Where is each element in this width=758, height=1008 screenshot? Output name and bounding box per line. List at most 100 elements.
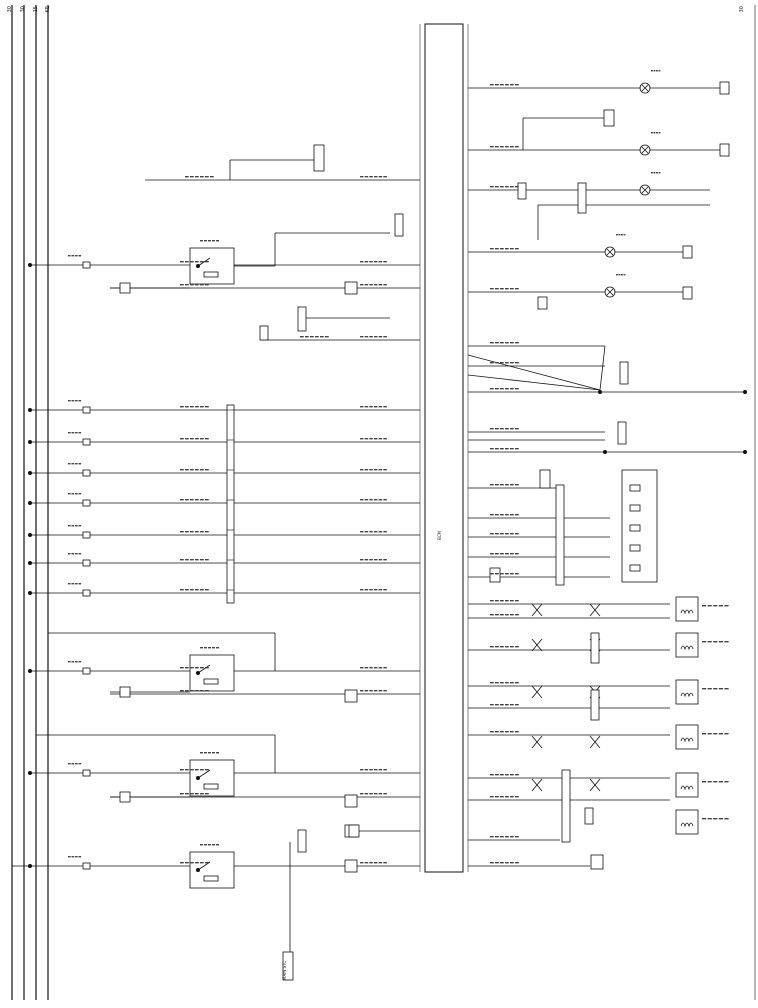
label-mark — [200, 589, 204, 591]
ecu-pin-label-left-10 — [360, 559, 387, 561]
label-mark — [505, 288, 509, 290]
left-wire-label-16 — [180, 862, 209, 864]
label-mark — [713, 733, 718, 735]
antenna-coil-1 — [675, 596, 699, 622]
label-mark — [490, 774, 494, 776]
label-mark — [495, 84, 499, 86]
label-mark — [71, 255, 75, 257]
label-mark — [500, 362, 504, 364]
right-wire-label-18 — [490, 646, 519, 648]
label-mark — [200, 844, 203, 846]
label-mark — [495, 682, 499, 684]
label-mark — [510, 704, 514, 706]
left-wire-label-12 — [180, 667, 209, 669]
label-mark — [500, 428, 504, 430]
label-mark — [216, 752, 219, 754]
label-mark — [490, 836, 494, 838]
label-mark — [505, 646, 509, 648]
label-mark — [500, 682, 504, 684]
label-mark — [190, 531, 194, 533]
label-mark — [75, 432, 78, 434]
right-bottom-tag — [584, 807, 594, 825]
label-mark — [510, 614, 514, 616]
right-small-tag — [489, 567, 501, 583]
relay-1-switch — [197, 257, 211, 267]
label-mark — [360, 531, 364, 533]
label-mark — [510, 796, 514, 798]
left-wire-label-10 — [180, 559, 209, 561]
bottom-connector-box — [282, 951, 294, 981]
label-mark — [707, 733, 712, 735]
label-mark — [515, 836, 519, 838]
right-wire-label-8 — [490, 388, 519, 390]
label-mark — [510, 248, 514, 250]
label-mark — [360, 261, 364, 263]
fuse-label-10 — [68, 763, 82, 765]
power-rails — [11, 5, 756, 1000]
right-wire-label-17 — [490, 614, 519, 616]
label-mark — [702, 781, 707, 783]
label-mark — [195, 589, 199, 591]
label-mark — [515, 248, 519, 250]
label-mark — [369, 667, 373, 669]
label-mark — [78, 856, 82, 858]
label-mark — [500, 731, 504, 733]
label-mark — [190, 690, 194, 692]
label-mark — [702, 733, 707, 735]
label-mark — [364, 261, 369, 263]
fuse-4 — [82, 469, 91, 477]
label-mark — [510, 484, 514, 486]
label-mark — [383, 667, 387, 669]
label-mark — [374, 667, 378, 669]
label-mark — [68, 553, 71, 555]
label-mark — [713, 688, 718, 690]
right-wire-label-4 — [490, 248, 519, 250]
label-mark — [500, 646, 504, 648]
label-mark — [510, 186, 514, 188]
label-mark — [360, 406, 364, 408]
twisted-junction-1 — [598, 389, 603, 394]
ecu-label: BCM — [437, 531, 442, 540]
label-mark — [185, 531, 189, 533]
label-mark — [190, 284, 194, 286]
lamp-filament — [606, 248, 614, 256]
label-mark — [180, 469, 184, 471]
right-wire-label-20 — [490, 704, 519, 706]
right-wire-label-21 — [490, 731, 519, 733]
label-mark — [510, 533, 514, 535]
label-mark — [505, 704, 509, 706]
label-mark — [490, 731, 494, 733]
label-mark — [707, 605, 712, 607]
fuse-feed-dot-5 — [27, 500, 32, 505]
label-mark — [180, 589, 184, 591]
right-side-circuits — [467, 87, 745, 867]
label-mark — [180, 499, 184, 501]
ecu-pin-label-left-11 — [360, 589, 387, 591]
label-mark — [195, 559, 199, 561]
label-mark — [190, 862, 194, 864]
components — [27, 81, 748, 981]
left-wire-label-13 — [180, 690, 209, 692]
tag-near-ecu-1 — [394, 213, 404, 237]
label-mark — [495, 342, 499, 344]
label-mark — [500, 84, 504, 86]
right-wire-label-12 — [490, 514, 519, 516]
label-mark — [702, 818, 707, 820]
lamp-filament — [606, 288, 614, 296]
label-mark — [515, 862, 519, 864]
label-mark — [510, 514, 514, 516]
label-mark — [500, 774, 504, 776]
label-mark — [505, 731, 509, 733]
label-mark — [195, 469, 199, 471]
label-mark — [713, 605, 718, 607]
label-mark — [651, 70, 653, 72]
label-mark — [78, 463, 82, 465]
label-mark — [205, 589, 209, 591]
label-mark — [490, 682, 494, 684]
label-mark — [369, 261, 373, 263]
label-mark — [190, 261, 194, 263]
label-mark — [707, 781, 712, 783]
twist-mark-5 — [531, 778, 543, 792]
label-mark — [378, 690, 383, 692]
label-mark — [205, 176, 209, 178]
